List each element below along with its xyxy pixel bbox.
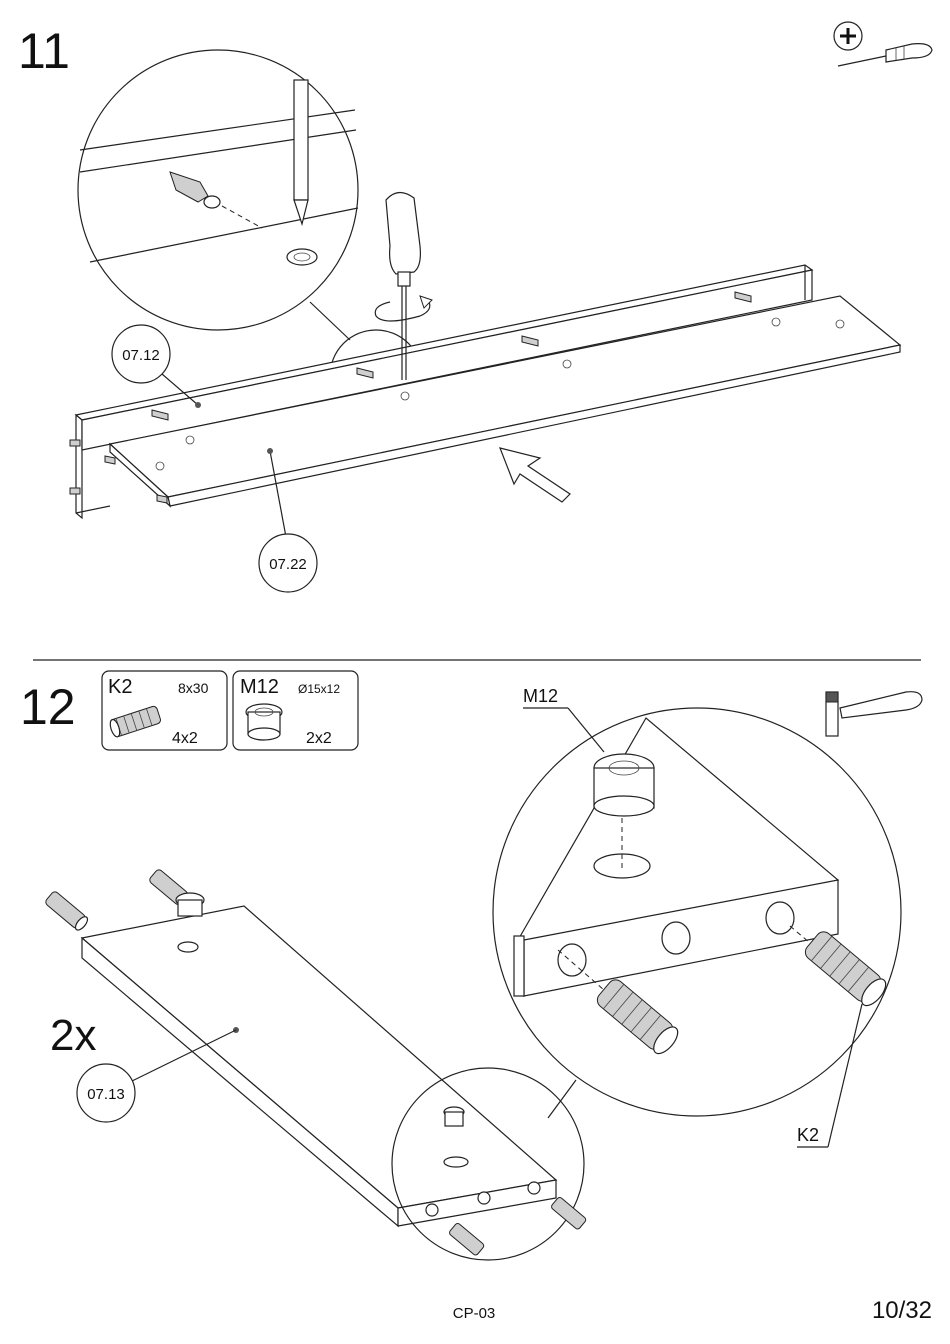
direction-arrow-icon xyxy=(500,448,570,502)
callout-m12-text: M12 xyxy=(523,686,558,706)
panel-07-13 xyxy=(82,906,556,1226)
hardware-box-k2: K2 8x30 4x2 xyxy=(102,671,227,750)
step-12-number: 12 xyxy=(20,679,76,735)
cam-lock-icon xyxy=(246,704,282,740)
detail-zoom-circle-step12 xyxy=(493,708,901,1116)
loose-dowel-left xyxy=(44,890,90,932)
label-07-12: 07.12 xyxy=(112,325,201,408)
page-number: 10/32 xyxy=(872,1297,932,1324)
label-07-22-text: 07.22 xyxy=(269,556,307,573)
m12-qty: 2x2 xyxy=(306,730,332,747)
step-11-number: 11 xyxy=(18,23,70,79)
detail-zoom-circle-step11 xyxy=(78,50,358,330)
hammer-icon xyxy=(826,692,922,736)
cam-lock-small xyxy=(444,1107,464,1126)
k2-size: 8x30 xyxy=(178,680,209,696)
m12-size: Ø15x12 xyxy=(298,682,340,696)
phillips-screwdriver-icon xyxy=(834,22,932,66)
doc-code: CP-03 xyxy=(453,1305,496,1322)
callout-k2-text: K2 xyxy=(797,1125,819,1145)
cam-lock-on-board xyxy=(176,893,204,916)
cam-lock-large xyxy=(594,754,654,816)
dowel-small-2 xyxy=(550,1196,587,1230)
m12-code: M12 xyxy=(240,676,279,698)
k2-code: K2 xyxy=(108,676,132,698)
label-07-12-text: 07.12 xyxy=(122,347,160,364)
dowel-small-1 xyxy=(448,1222,485,1256)
quantity-multiplier: 2x xyxy=(50,1011,96,1060)
hardware-box-m12: M12 Ø15x12 2x2 xyxy=(233,671,358,750)
label-07-13-text: 07.13 xyxy=(87,1086,125,1103)
k2-qty: 4x2 xyxy=(172,730,198,747)
